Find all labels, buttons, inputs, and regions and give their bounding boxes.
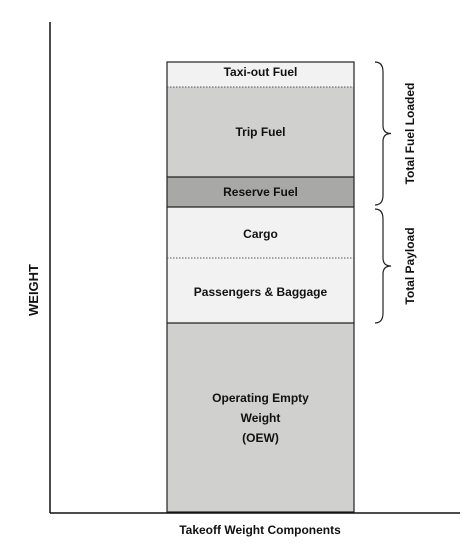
segment-passengers — [167, 258, 354, 323]
segment-label-taxi: Taxi-out Fuel — [224, 65, 298, 79]
x-axis-label: Takeoff Weight Components — [179, 523, 341, 537]
segment-label-oew: (OEW) — [242, 431, 279, 445]
segment-label-trip: Trip Fuel — [235, 125, 285, 139]
segment-label-reserve: Reserve Fuel — [223, 185, 298, 199]
bracket-payload — [374, 208, 392, 324]
segment-label-cargo: Cargo — [243, 227, 278, 241]
bracket-fuel — [374, 61, 392, 206]
segment-dividers — [167, 86, 354, 324]
segment-oew — [167, 323, 354, 512]
segment-trip — [167, 87, 354, 177]
segment-reserve — [167, 177, 354, 207]
segment-label-oew: Weight — [241, 411, 281, 425]
segment-label-oew: Operating Empty — [212, 391, 309, 405]
segment-taxi — [167, 62, 354, 87]
bracket-label-fuel: Total Fuel Loaded — [403, 83, 417, 185]
bracket-label-payload: Total Payload — [403, 227, 417, 304]
segment-cargo — [167, 207, 354, 258]
column-outline — [166, 61, 355, 513]
y-axis-label: WEIGHT — [26, 264, 41, 316]
segment-label-passengers: Passengers & Baggage — [194, 285, 328, 299]
